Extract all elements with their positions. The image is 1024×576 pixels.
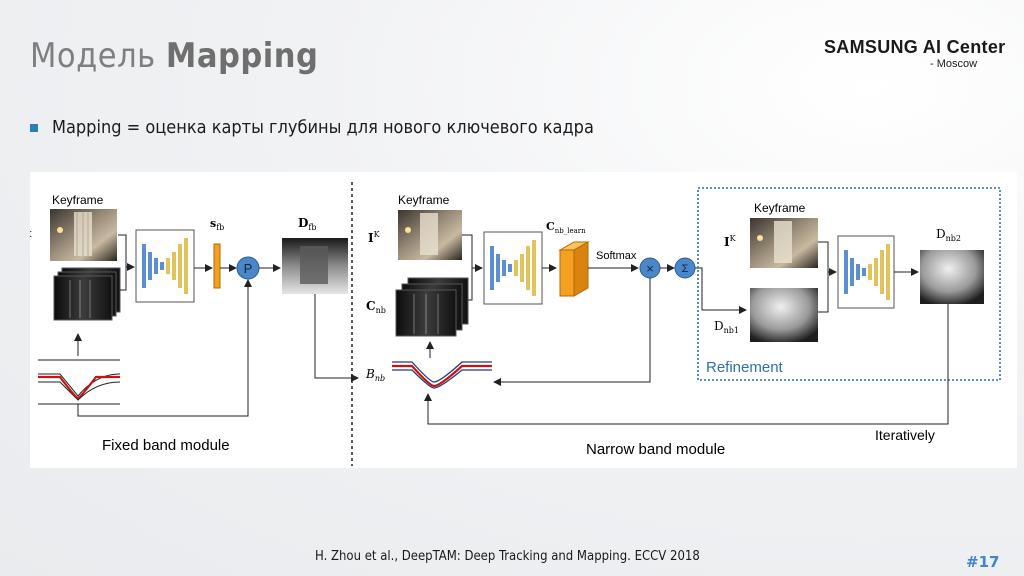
fixed-keyframe-label: Keyframe — [52, 193, 104, 207]
title-bold: Mapping — [165, 36, 319, 76]
fixed-encoder-decoder — [135, 229, 195, 303]
fixed-s-label: sfb — [210, 217, 224, 232]
iteratively-label: Iteratively — [875, 427, 935, 443]
refine-ik-label: IK — [724, 234, 737, 249]
refine-keyframe-image — [750, 218, 818, 268]
dnb2-label: Dnb2 — [936, 227, 961, 243]
multiply-text: × — [646, 261, 654, 276]
iterative-feedback-arrow — [424, 304, 949, 425]
fixed-cost-volume-stack — [53, 267, 121, 321]
narrow-keyframe-label: Keyframe — [398, 193, 450, 207]
fixed-keyframe-image — [50, 209, 117, 261]
sum-text: Σ — [682, 263, 689, 275]
bullet-text: Mapping = оценка карты глубины для новог… — [52, 117, 594, 138]
narrow-c-learn-label: Cnb_learn — [546, 220, 586, 235]
fixed-s-layer — [213, 243, 221, 289]
fixed-band-graph — [38, 359, 121, 405]
diagram-canvas: Keyframe IK Cfb sfb P Dfb — [9, 182, 1001, 466]
refine-dnb2-image — [920, 250, 984, 304]
dnb1-label: Dnb1 — [714, 319, 739, 335]
narrow-module-label: Narrow band module — [586, 441, 725, 458]
narrow-c-label: Cnb — [366, 299, 386, 315]
narrow-keyframe-image — [398, 210, 462, 260]
softmax-label: Softmax — [596, 250, 637, 262]
refine-dnb1-image — [750, 288, 818, 342]
narrow-encoder-decoder — [483, 231, 543, 305]
refine-encoder-decoder — [837, 235, 895, 309]
narrow-b-label: Bnb — [365, 367, 385, 383]
fixed-d-label: Dfb — [298, 216, 317, 232]
citation: H. Zhou et al., DeepTAM: Deep Tracking a… — [315, 549, 700, 564]
deeptam-mapping-diagram: Keyframe IK Cfb sfb P Dfb — [9, 172, 1017, 468]
narrow-ik-label: IK — [368, 230, 381, 245]
fixed-ik-label: IK — [30, 230, 33, 245]
refinement-label: Refinement — [706, 359, 784, 376]
narrow-band-graph — [392, 361, 492, 389]
page-number: #17 — [966, 553, 1000, 571]
title-plain: Модель — [30, 36, 156, 76]
fixed-module-label: Fixed band module — [102, 437, 230, 454]
fixed-p-text: P — [244, 261, 253, 276]
refine-keyframe-label: Keyframe — [754, 201, 806, 215]
narrow-cost-learn-block — [558, 241, 590, 297]
bullet-marker — [30, 124, 38, 132]
brand-subtitle: - Moscow — [930, 58, 978, 70]
brand-logo: SAMSUNG AI Center — [824, 37, 1006, 57]
slide-title: Модель Mapping — [30, 36, 318, 76]
narrow-cost-volume-stack — [395, 277, 469, 337]
refinement-box — [697, 187, 1001, 381]
